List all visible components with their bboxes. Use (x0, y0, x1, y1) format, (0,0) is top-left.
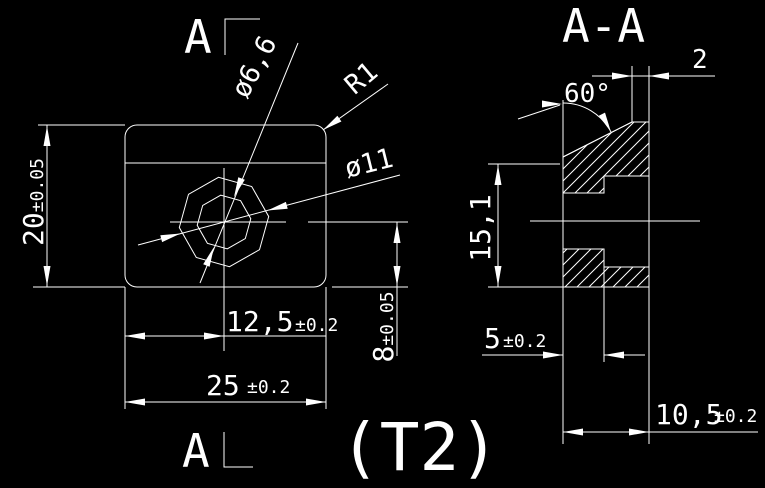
dim-height-label: 20±0.05 (17, 158, 50, 246)
dim-width-tolerance: ±0.2 (247, 377, 290, 398)
dim-half-width-value: 12,5 (226, 305, 293, 338)
section-arrowheads (494, 72, 669, 436)
dim-total-depth-value: 10,5 (655, 398, 722, 431)
dim-center-to-base-label: 8±0.05 (367, 291, 400, 362)
dim-section-height-label: 15,1 (464, 194, 497, 261)
front-view-arrowheads (43, 115, 401, 406)
dim-counterbore-depth-value: 5 (484, 322, 501, 355)
section-view-title: A-A (562, 0, 645, 53)
section-view (482, 66, 758, 444)
section-cut-marks (223, 18, 260, 468)
dim-counterbore-depth-tolerance: ±0.2 (503, 331, 546, 352)
dim-corner-radius-label: R1 (339, 56, 384, 101)
dim-top-wall-label: 2 (692, 45, 708, 75)
dim-half-width-tolerance: ±0.2 (295, 315, 338, 336)
section-label-bottom: A (182, 424, 210, 478)
dim-chamfer-angle-label: 60° (564, 79, 611, 109)
section-label-top: A (184, 10, 212, 64)
section-dimension-lines (482, 66, 758, 444)
drawing-annotation: (T2) (340, 409, 499, 486)
dim-width-value: 25 (206, 369, 240, 402)
front-view (33, 18, 408, 468)
front-view-outline (124, 124, 327, 288)
dim-total-depth-tolerance: ±0.2 (714, 406, 757, 427)
section-outline (530, 100, 700, 362)
section-view-labels: A-A 60° 2 15,1 5 ±0.2 10,5 ±0.2 (464, 0, 757, 431)
section-hatch-regions (562, 121, 650, 288)
front-view-centerlines (170, 168, 408, 351)
front-view-dimension-lines (33, 124, 408, 409)
dim-small-hole-label: ø6,6 (226, 31, 284, 103)
